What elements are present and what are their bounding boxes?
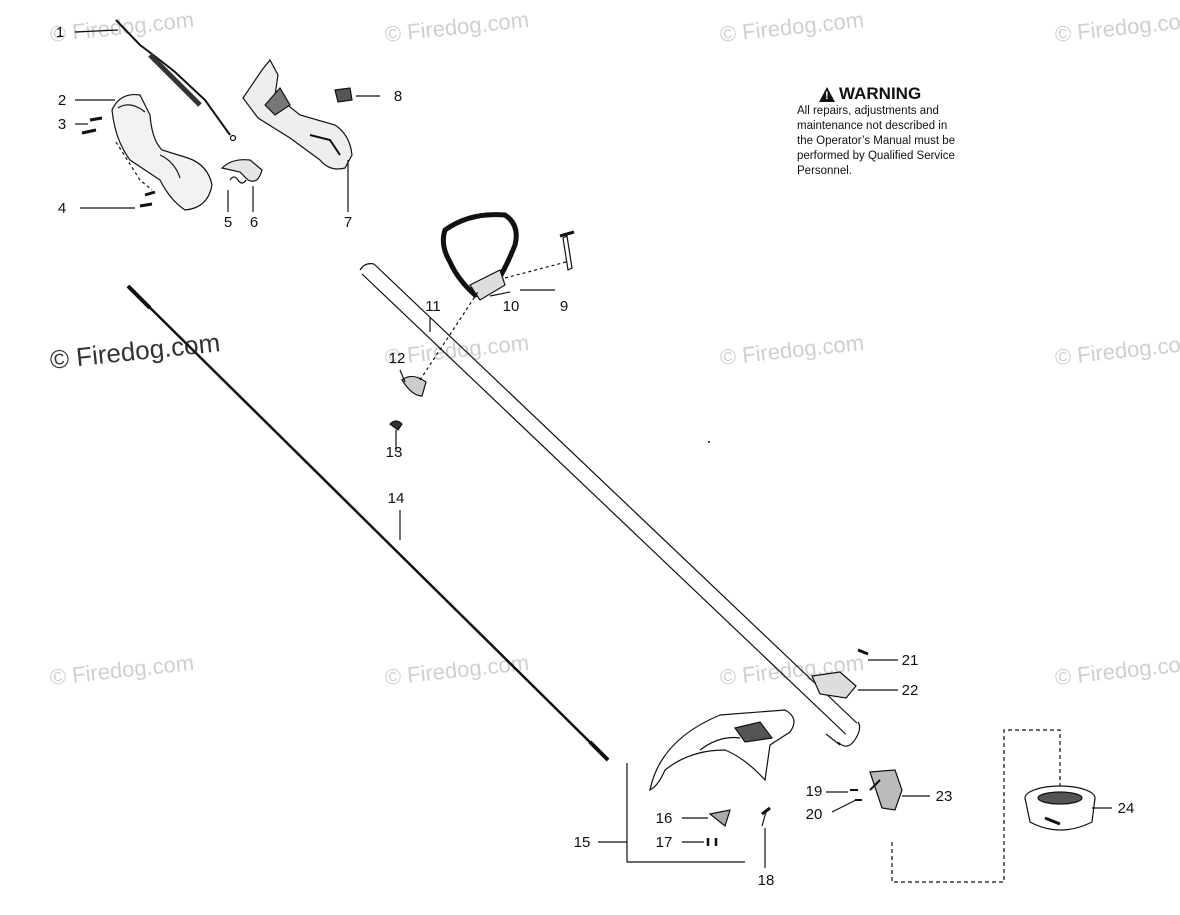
warning-title-text: WARNING	[839, 84, 922, 103]
assembly-bracket	[626, 763, 745, 863]
screw-part	[857, 648, 869, 656]
part-label-18: 18	[757, 872, 775, 889]
part-label-15: 15	[573, 834, 591, 851]
part-label-9: 9	[559, 298, 569, 315]
bolt-part	[761, 806, 771, 827]
leader-lines	[74, 29, 1112, 868]
part-label-3: 3	[57, 116, 67, 133]
part-label-13: 13	[385, 444, 403, 461]
loop-handle-part	[440, 212, 519, 301]
trimmer-head-part	[1024, 785, 1096, 831]
switch-part	[334, 87, 353, 103]
screw-part	[139, 202, 153, 208]
part-label-20: 20	[805, 806, 823, 823]
throttle-cable-part	[115, 19, 237, 142]
part-label-19: 19	[805, 783, 823, 800]
part-label-16: 16	[655, 810, 673, 827]
part-label-7: 7	[343, 214, 353, 231]
drive-tube-part	[359, 263, 861, 747]
warning-title: ! WARNING	[819, 84, 1017, 104]
handle-housing-part	[242, 58, 353, 170]
part-label-8: 8	[393, 88, 403, 105]
screw-part	[389, 420, 403, 440]
drive-shaft-part	[126, 284, 610, 762]
part-label-4: 4	[57, 200, 67, 217]
part-label-22: 22	[901, 682, 919, 699]
warning-notice: ! WARNING All repairs, adjustments and m…	[797, 84, 1017, 179]
gearhead-part	[869, 769, 903, 811]
guard-plate-part	[708, 809, 731, 828]
connector-dashed	[891, 729, 1061, 883]
part-label-5: 5	[223, 214, 233, 231]
stray-dot	[708, 441, 710, 443]
part-label-11: 11	[425, 298, 441, 315]
part-label-10: 10	[502, 298, 520, 315]
part-label-12: 12	[388, 350, 406, 367]
rear-handle-part	[111, 93, 213, 211]
trigger-part	[220, 159, 263, 184]
part-label-24: 24	[1117, 800, 1135, 817]
part-label-17: 17	[655, 834, 673, 851]
part-label-6: 6	[249, 214, 259, 231]
guard-part	[649, 709, 795, 792]
part-label-23: 23	[935, 788, 953, 805]
part-label-2: 2	[57, 92, 67, 109]
clamp-part	[811, 671, 857, 699]
part-label-1: 1	[55, 24, 65, 41]
warning-icon: !	[819, 86, 835, 102]
warning-body: All repairs, adjustments and maintenance…	[797, 105, 956, 177]
part-label-21: 21	[901, 652, 919, 669]
bolt-part	[504, 230, 575, 279]
screw-part	[706, 838, 718, 846]
bracket-part	[401, 291, 479, 397]
screw-part	[81, 116, 156, 197]
part-label-14: 14	[387, 490, 405, 507]
